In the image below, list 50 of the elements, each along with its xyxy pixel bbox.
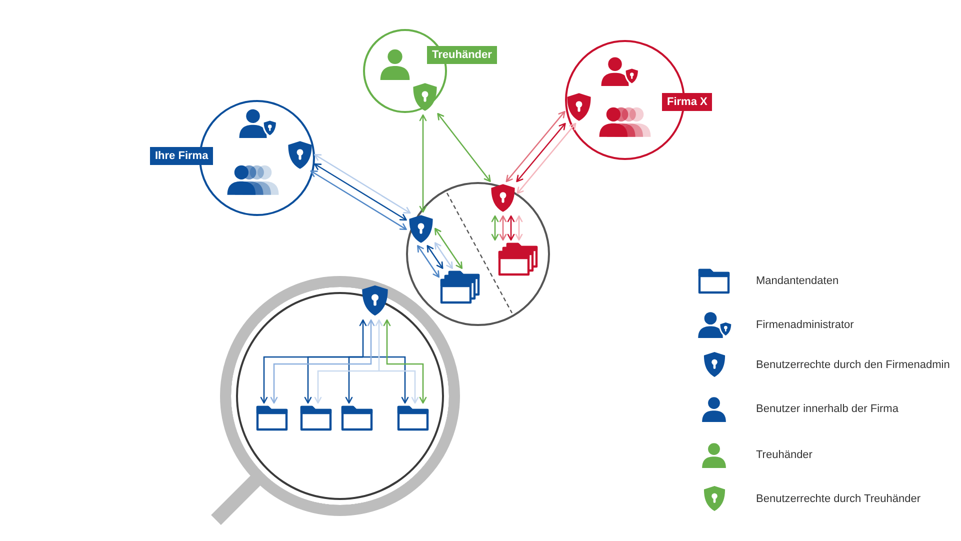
arrow — [379, 370, 419, 404]
double-arrow — [434, 242, 453, 269]
keyhole-shield-icon — [287, 140, 313, 170]
arrow — [363, 356, 409, 404]
double-arrow — [506, 110, 566, 182]
double-arrow — [434, 228, 463, 269]
folder-icon — [256, 405, 288, 431]
group-label: Treuhänder — [427, 46, 497, 64]
user-shield-icon — [238, 108, 278, 138]
group-label: Ihre Firma — [150, 147, 214, 165]
folder-icon — [397, 405, 429, 431]
arrow — [345, 356, 363, 404]
double-arrow — [491, 215, 499, 241]
person-icon — [379, 48, 411, 80]
legend-label: Benutzerrechte durch den Firmenadmin — [756, 358, 950, 372]
legend-label: Benutzer innerhalb der Firma — [756, 402, 898, 416]
double-arrow — [270, 319, 375, 404]
keyhole-shield-icon — [361, 284, 389, 317]
double-arrow — [314, 154, 411, 214]
group-label: Firma X — [662, 93, 712, 111]
folder-icon — [300, 405, 332, 431]
folder-icon — [341, 405, 373, 431]
double-arrow — [516, 122, 566, 182]
arrow — [314, 370, 379, 404]
user-shield-icon — [600, 56, 640, 86]
keyhole-shield-icon — [412, 82, 438, 112]
keyhole-shield-icon — [566, 92, 592, 122]
double-arrow — [426, 245, 444, 269]
keyhole-shield-icon — [408, 214, 434, 244]
keyhole-shield-icon — [490, 183, 516, 213]
double-arrow — [314, 163, 407, 221]
double-arrow — [515, 215, 523, 241]
arrow — [375, 319, 383, 371]
double-arrow — [310, 170, 407, 230]
double-arrow — [417, 245, 440, 278]
user-group-icon — [226, 164, 280, 195]
legend-label: Treuhänder — [756, 448, 812, 462]
folder-stack-icon — [498, 242, 538, 276]
double-arrow — [507, 215, 515, 241]
legend-label: Benutzerrechte durch Treuhänder — [756, 492, 920, 506]
double-arrow — [437, 112, 491, 182]
folder-stack-icon — [440, 270, 480, 304]
user-group-icon — [598, 106, 652, 137]
double-arrow — [383, 319, 427, 404]
legend-label: Mandantendaten — [756, 274, 839, 288]
arrow — [359, 319, 367, 357]
legend-label: Firmenadministrator — [756, 318, 854, 332]
double-arrow — [419, 114, 427, 213]
double-arrow — [516, 122, 576, 194]
double-arrow — [499, 215, 507, 241]
